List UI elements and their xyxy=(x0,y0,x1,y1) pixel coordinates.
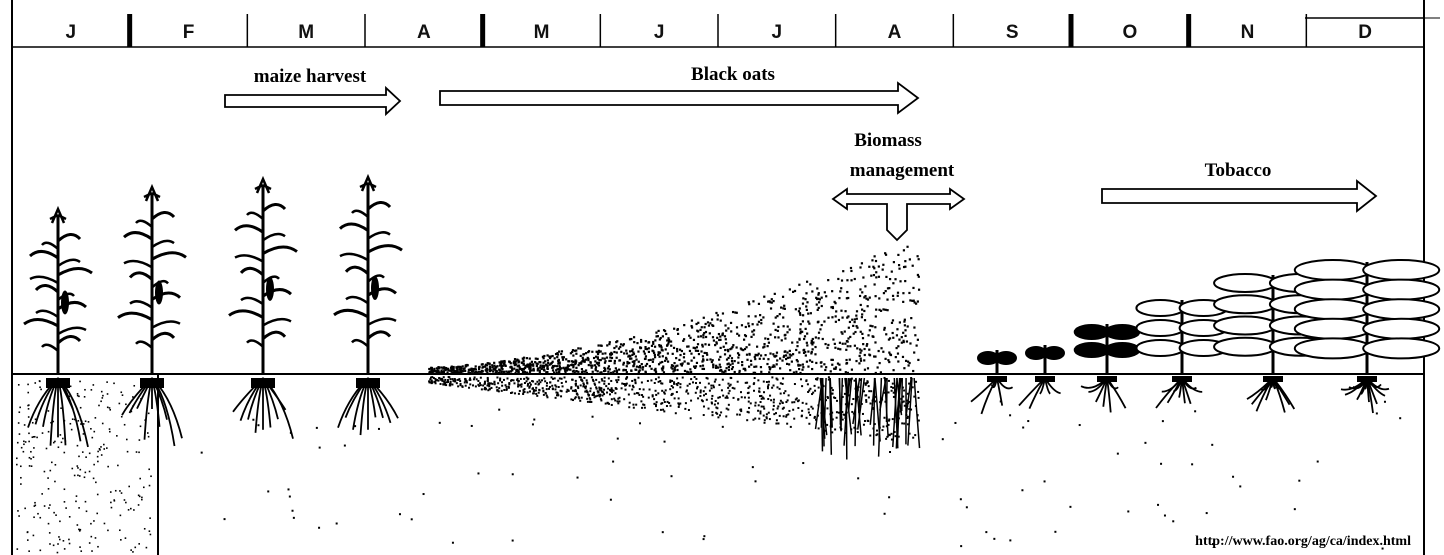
black-oats-arrow xyxy=(439,81,920,115)
month-label: J xyxy=(772,22,783,43)
month-label: N xyxy=(1241,22,1255,43)
black-oats-cover-icon xyxy=(428,245,921,460)
biomass-label-line2: management xyxy=(850,160,955,181)
month-label: F xyxy=(183,22,195,43)
maize-plant-icon xyxy=(23,205,93,448)
month-label: J xyxy=(654,22,665,43)
tobacco-plant-icon xyxy=(1018,345,1065,409)
month-label: A xyxy=(888,22,902,43)
month-label: S xyxy=(1006,22,1019,43)
tobacco-plant-icon xyxy=(1135,299,1229,409)
soil-specks xyxy=(200,400,1402,550)
month-label: M xyxy=(534,22,550,43)
source-url: http://www.fao.org/ag/ca/index.html xyxy=(1195,534,1411,549)
black-oats-label: Black oats xyxy=(691,64,775,85)
maize-plants xyxy=(23,173,403,448)
month-label: O xyxy=(1122,22,1137,43)
biomass-management-arrow xyxy=(831,187,966,242)
maize-harvest-arrow xyxy=(224,85,402,117)
maize-harvest-label: maize harvest xyxy=(254,66,367,87)
biomass-label-line1: Biomass xyxy=(854,130,922,151)
tobacco-arrow xyxy=(1101,179,1378,213)
tobacco-plant-icon xyxy=(1293,259,1441,414)
tobacco-plant-icon xyxy=(970,350,1017,415)
month-label: D xyxy=(1358,22,1372,43)
month-label: M xyxy=(298,22,314,43)
month-label: J xyxy=(66,22,77,43)
tobacco-label: Tobacco xyxy=(1205,160,1272,181)
tobacco-plants xyxy=(970,259,1441,415)
maize-plant-icon xyxy=(228,175,298,439)
month-label: A xyxy=(417,22,431,43)
tobacco-plant-icon xyxy=(1073,324,1141,413)
maize-plant-icon xyxy=(117,183,187,447)
maize-plant-icon xyxy=(333,173,403,436)
